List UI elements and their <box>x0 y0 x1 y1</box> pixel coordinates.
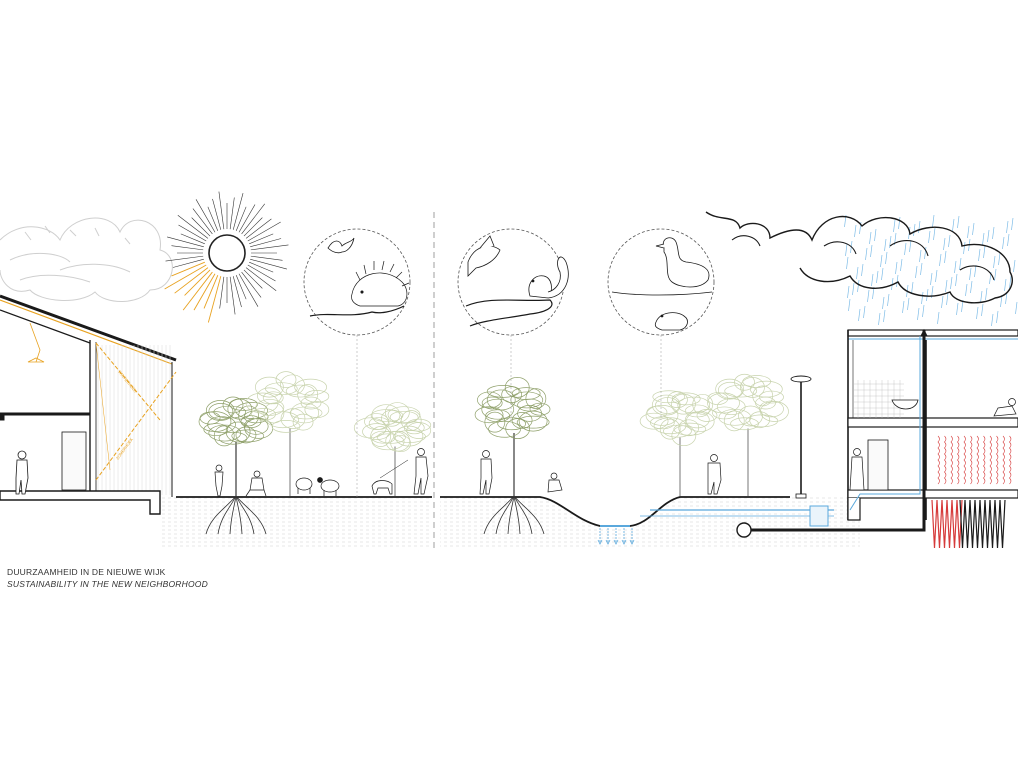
rain-cloud-icon <box>705 211 1018 327</box>
caption-title-nl: DUURZAAMHEID IN DE NIEUWE WIJK <box>7 567 166 577</box>
house-right <box>736 328 1018 538</box>
sheep-icon <box>295 477 340 496</box>
dog-icon <box>371 480 393 495</box>
ground-section <box>160 496 860 549</box>
cloud-icon <box>0 217 173 302</box>
detail-circle-duck-frog <box>607 228 715 420</box>
detail-circle-bat-hedgehog <box>303 228 411 497</box>
people-group-left <box>214 448 429 497</box>
duck-icon <box>655 237 710 288</box>
bird-icon <box>467 235 501 277</box>
people-group-center <box>479 450 722 495</box>
hedgehog-icon <box>351 260 410 307</box>
tree-icon <box>198 371 789 535</box>
squirrel-icon <box>528 256 569 299</box>
street-lamp-icon <box>790 375 812 499</box>
house-left <box>0 294 177 515</box>
people-group-right <box>849 398 1017 491</box>
frog-icon <box>654 312 688 331</box>
person-icon <box>15 450 29 495</box>
heat-system <box>931 435 1012 549</box>
bat-icon <box>327 237 355 254</box>
water-system <box>597 505 834 545</box>
detail-circle-bird-squirrel <box>457 228 569 420</box>
sun-icon <box>164 191 289 323</box>
caption-title-en: SUSTAINABILITY IN THE NEW NEIGHBORHOOD <box>7 579 208 589</box>
